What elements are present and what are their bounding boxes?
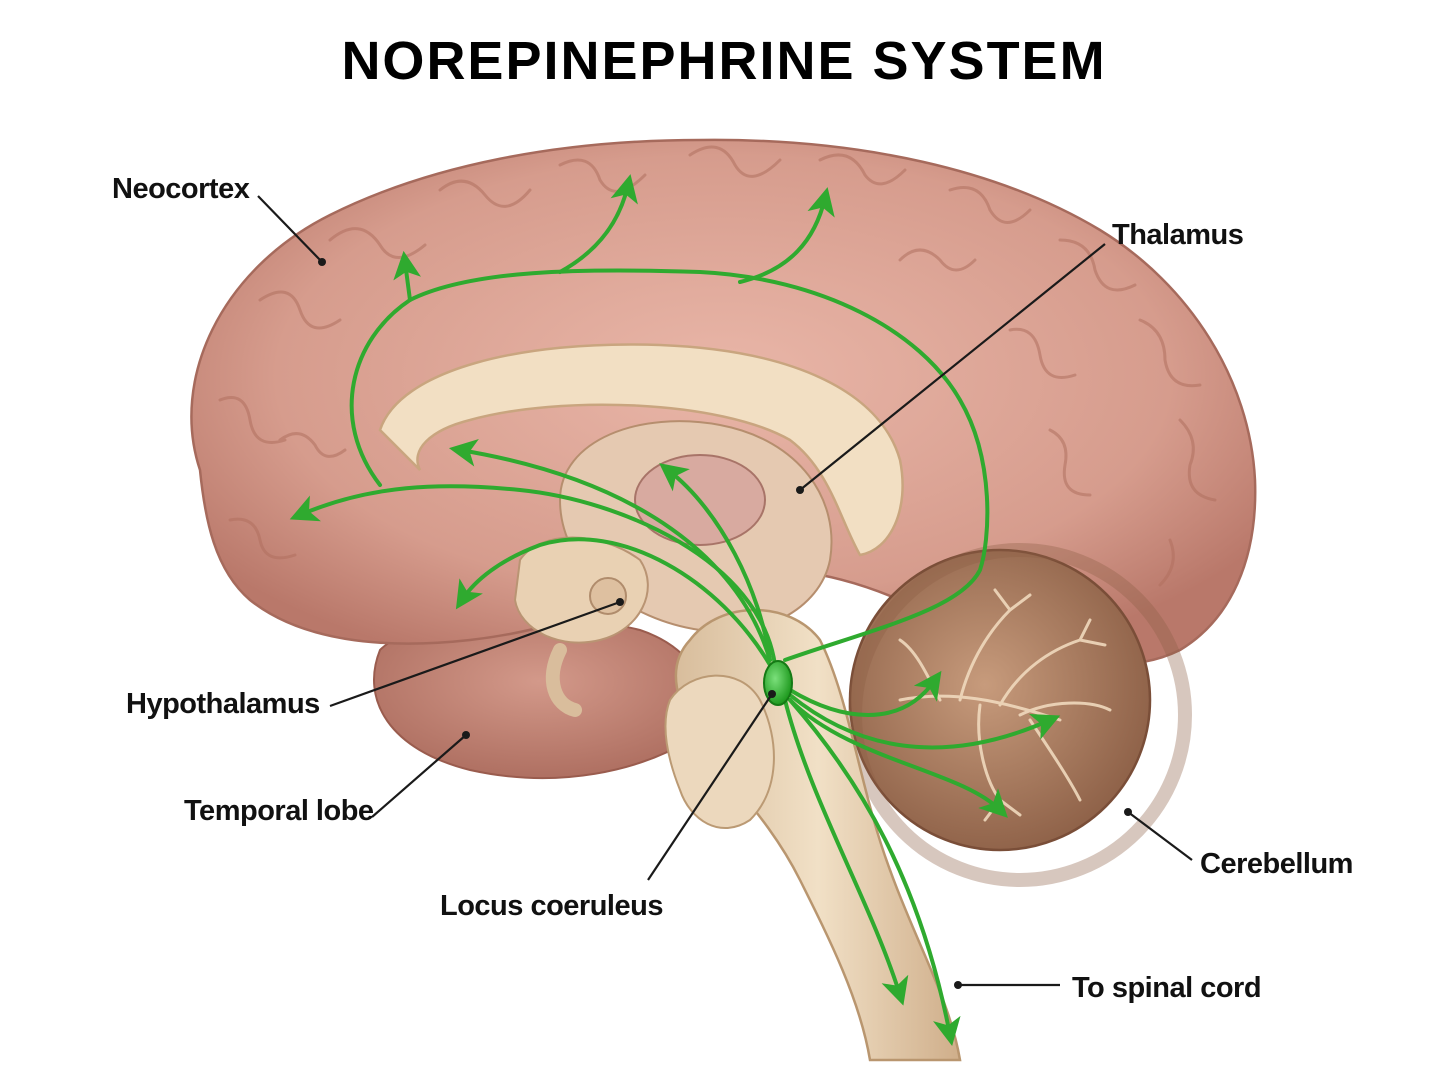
label-hypothalamus: Hypothalamus (126, 688, 320, 720)
pons-shape (664, 674, 775, 830)
label-spinal-cord: To spinal cord (1072, 972, 1261, 1004)
pituitary-stalk (545, 643, 582, 717)
label-locus-coeruleus: Locus coeruleus (440, 890, 663, 922)
norepinephrine-pathways (289, 174, 1061, 1046)
diagram-title: NOREPINEPHRINE SYSTEM (341, 31, 1107, 91)
label-thalamus: Thalamus (1112, 219, 1243, 251)
cerebellum-shape (848, 543, 1192, 887)
corpus-callosum-shape (378, 343, 904, 557)
hypothalamus-nucleus (589, 577, 627, 615)
label-neocortex: Neocortex (112, 173, 250, 205)
label-cerebellum: Cerebellum (1200, 848, 1353, 880)
leader-lines (257, 195, 1193, 989)
label-temporal-lobe: Temporal lobe (184, 795, 374, 827)
hypothalamus-shape (513, 536, 649, 644)
